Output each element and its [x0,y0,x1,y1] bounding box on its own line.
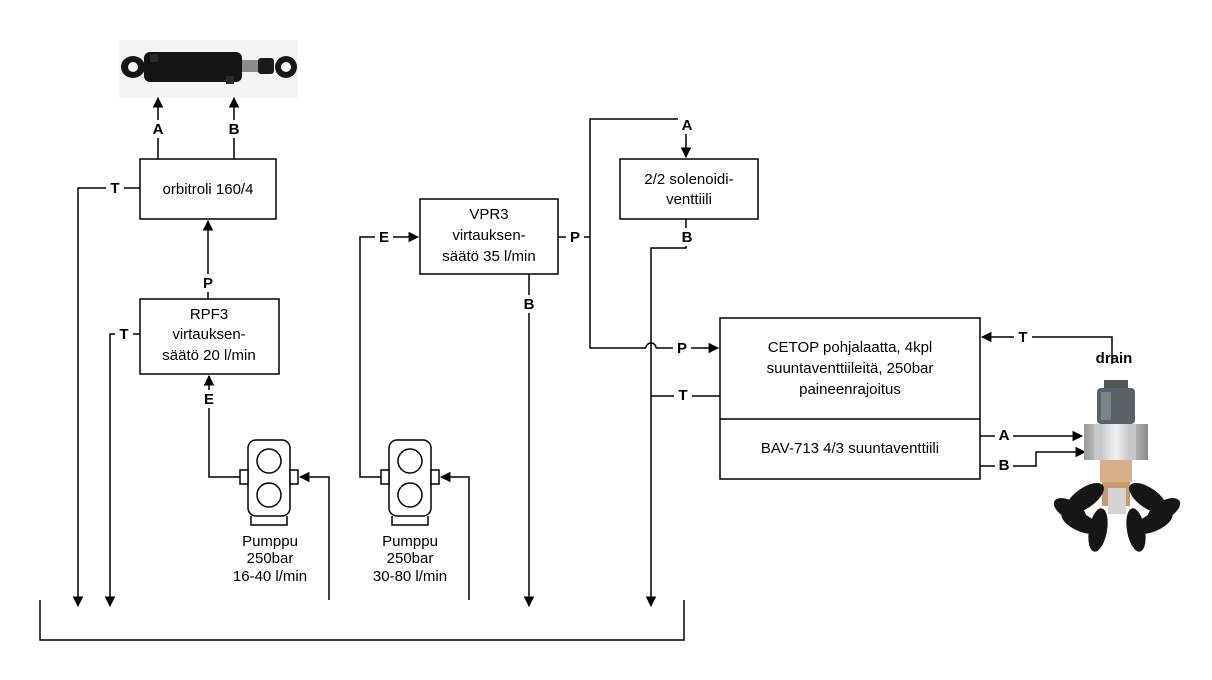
vpr3-port-b: B [524,296,535,313]
solenoid-line-2: venttiili [666,191,712,208]
pump-2-line-2: 250bar [387,550,434,567]
rpf3-line-1: RPF3 [190,306,228,323]
solenoid-port-a: A [682,117,693,134]
pump-1-icon [239,439,299,526]
rpf3-line-3: säätö 20 l/min [162,347,255,364]
vpr3-line-3: säätö 35 l/min [442,248,535,265]
solenoid-port-b: B [682,229,693,246]
vpr3-box [419,198,559,275]
cetop-line-3: paineenrajoitus [799,381,901,398]
vpr3-line-1: VPR3 [469,206,508,223]
rpf3-box [139,298,280,375]
pump-2-line-1: Pumppu [382,533,438,550]
rpf3-port-e: E [204,391,214,408]
vpr3-port-e: E [379,229,389,246]
vpr3-line-2: virtauksen- [452,227,525,244]
solenoid-line-1: 2/2 solenoidi- [644,171,733,188]
orbitrol-port-a: A [153,121,164,138]
pump-1-line-3: 16-40 l/min [233,568,307,585]
pump-1-line-1: Pumppu [242,533,298,550]
rpf3-port-t: T [119,326,128,343]
pump-1-line-2: 250bar [247,550,294,567]
drain-port-t: T [1018,329,1027,346]
bav-port-a: A [999,427,1010,444]
orbitrol-port-t: T [110,180,119,197]
bav-port-b: B [999,457,1010,474]
solenoid-box [619,158,759,220]
vpr3-port-p: P [570,229,580,246]
hydraulic-cylinder-icon [119,40,298,98]
tank [39,600,685,641]
cetop-port-t: T [678,387,687,404]
drain-label: drain [1096,350,1133,367]
cetop-block [719,317,981,480]
pump-2-icon [380,439,440,526]
orbitrol-box [139,158,277,220]
orbitrol-port-p: P [203,275,213,292]
pump-2-line-3: 30-80 l/min [373,568,447,585]
bav-label: BAV-713 4/3 suuntaventtiili [761,440,939,457]
thruster-motor-icon [1053,380,1181,552]
rpf3-line-2: virtauksen- [172,326,245,343]
cetop-line-2: suuntaventtiileitä, 250bar [767,360,934,377]
orbitrol-port-b: B [229,121,240,138]
cetop-port-p: P [677,340,687,357]
cetop-line-1: CETOP pohjalaatta, 4kpl [768,339,933,356]
orbitrol-label: orbitroli 160/4 [163,181,254,198]
